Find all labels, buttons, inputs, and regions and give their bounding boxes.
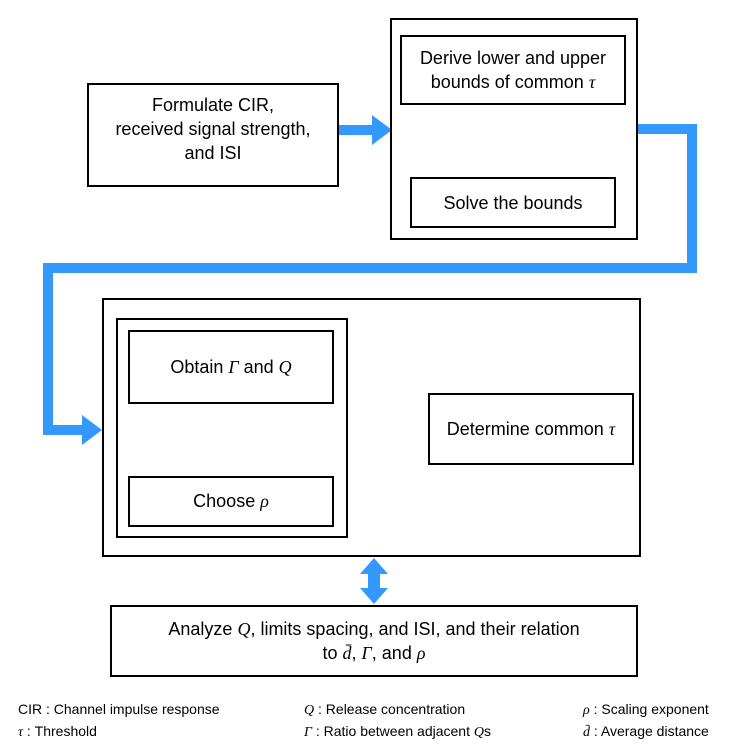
derive-line-2-text: bounds of common: [430, 72, 589, 92]
analyze-label: Analyze: [168, 619, 238, 639]
formulate-text: Formulate CIR, received signal strength,…: [87, 93, 339, 165]
q-symbol: Q: [237, 619, 251, 639]
analyze-box: [110, 605, 638, 677]
gamma-symbol: Γ: [304, 725, 312, 740]
solve-box: [410, 177, 616, 228]
gamma-symbol: Γ: [361, 643, 372, 663]
obtain-text: Obtain Γ and Q: [128, 355, 334, 379]
legend-tau-text: : Threshold: [23, 723, 97, 739]
analyze-line-2: to d̄, Γ, and ρ: [110, 641, 638, 665]
analyze-line-1: Analyze Q, limits spacing, and ISI, and …: [110, 617, 638, 641]
gamma-symbol: Γ: [228, 357, 239, 377]
solve-text: Solve the bounds: [443, 193, 583, 213]
formulate-line-1: Formulate CIR,: [151, 95, 275, 115]
analyze-rest: , limits spacing, and ISI, and their rel…: [250, 619, 580, 639]
legend-cir: CIR : Channel impulse response: [18, 701, 220, 717]
formulate-line-2: received signal strength,: [115, 119, 311, 139]
determine-box: [428, 393, 634, 465]
analyze-to: to: [322, 643, 343, 663]
obtain-box: [128, 330, 334, 404]
legend-gamma: Γ : Ratio between adjacent Qs: [304, 722, 491, 742]
choose-box: [128, 476, 334, 527]
tau-symbol: τ: [608, 419, 616, 439]
obtain-and: and: [238, 357, 279, 377]
legend-gamma-s: s: [483, 723, 491, 739]
analyze-sep-2: , and: [371, 643, 417, 663]
rho-symbol: ρ: [583, 703, 590, 718]
legend-d-text: : Average distance: [590, 723, 709, 739]
q-symbol: Q: [278, 357, 292, 377]
derive-line-1: Derive lower and upper: [419, 48, 607, 68]
derive-text: Derive lower and upper bounds of common …: [400, 46, 626, 94]
arrow-formulate-to-bounds: [339, 115, 392, 145]
dbar-symbol: d̄: [583, 725, 590, 740]
dbar-symbol: d̄: [342, 643, 352, 663]
formulate-box: [87, 83, 339, 187]
tau-symbol: τ: [18, 725, 24, 740]
double-arrow-main-analyze: [360, 558, 388, 604]
legend-gamma-text: : Ratio between adjacent: [311, 723, 474, 739]
q-symbol: Q: [473, 725, 484, 740]
legend-rho-text: : Scaling exponent: [589, 701, 709, 717]
derive-box: [400, 35, 626, 105]
analyze-text: Analyze Q, limits spacing, and ISI, and …: [110, 617, 638, 665]
legend-tau: τ : Threshold: [18, 722, 97, 742]
derive-line-2: bounds of common τ: [400, 70, 626, 94]
legend-d: d̄ : Average distance: [583, 722, 709, 742]
determine-text: Determine common τ: [428, 417, 634, 441]
formulate-line-3: and ISI: [184, 143, 242, 163]
q-symbol: Q: [304, 703, 315, 718]
legend-rho: ρ : Scaling exponent: [583, 700, 709, 720]
choose-text: Choose ρ: [128, 489, 334, 513]
rho-symbol: ρ: [260, 491, 269, 511]
legend-q: Q : Release concentration: [304, 700, 465, 720]
legend-q-text: : Release concentration: [314, 701, 466, 717]
obtain-label: Obtain: [170, 357, 229, 377]
rho-symbol: ρ: [416, 643, 426, 663]
choose-label: Choose: [193, 491, 261, 511]
analyze-sep-1: ,: [351, 643, 362, 663]
determine-label: Determine common: [446, 419, 609, 439]
tau-symbol: τ: [588, 72, 596, 92]
